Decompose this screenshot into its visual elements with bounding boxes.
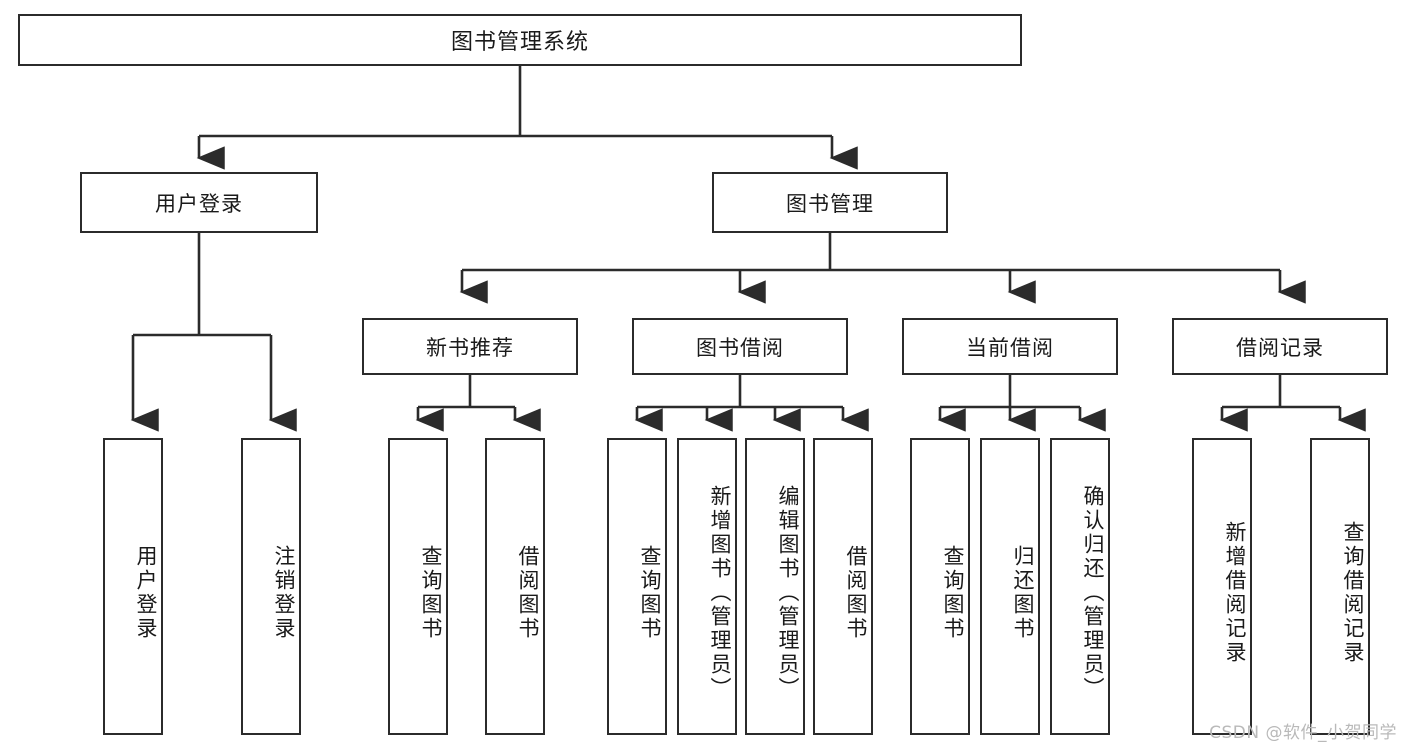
node-root-system[interactable]: 图书管理系统 bbox=[18, 14, 1022, 66]
node-label: 图书管理 bbox=[786, 191, 874, 216]
node-label: 归还图书 bbox=[1011, 544, 1035, 641]
node-user-login[interactable]: 用户登录 bbox=[80, 172, 318, 233]
leaf-current-query-book[interactable]: 查询图书 bbox=[910, 438, 970, 735]
node-label: 确认归还（管理员） bbox=[1081, 484, 1105, 701]
node-borrow-record[interactable]: 借阅记录 bbox=[1172, 318, 1388, 375]
leaf-borrow-edit-book-admin[interactable]: 编辑图书（管理员） bbox=[745, 438, 805, 735]
leaf-current-confirm-return-admin[interactable]: 确认归还（管理员） bbox=[1050, 438, 1110, 735]
node-current-borrow[interactable]: 当前借阅 bbox=[902, 318, 1118, 375]
node-label: 注销登录 bbox=[272, 544, 296, 641]
leaf-borrow-borrow-book[interactable]: 借阅图书 bbox=[813, 438, 873, 735]
leaf-borrow-add-book-admin[interactable]: 新增图书（管理员） bbox=[677, 438, 737, 735]
node-label: 当前借阅 bbox=[966, 335, 1054, 360]
node-label: 新增图书（管理员） bbox=[708, 484, 732, 701]
node-label: 用户登录 bbox=[155, 191, 243, 216]
leaf-recommend-borrow-book[interactable]: 借阅图书 bbox=[485, 438, 545, 735]
node-new-book-recommend[interactable]: 新书推荐 bbox=[362, 318, 578, 375]
node-label: 图书借阅 bbox=[696, 335, 784, 360]
leaf-user-login-signout[interactable]: 注销登录 bbox=[241, 438, 301, 735]
node-label: 图书管理系统 bbox=[450, 30, 589, 55]
node-book-borrow[interactable]: 图书借阅 bbox=[632, 318, 848, 375]
node-book-management[interactable]: 图书管理 bbox=[712, 172, 948, 233]
node-label: 查询图书 bbox=[941, 544, 965, 641]
node-label: 借阅图书 bbox=[844, 544, 868, 641]
node-label: 编辑图书（管理员） bbox=[776, 484, 800, 701]
node-label: 新增借阅记录 bbox=[1223, 520, 1247, 665]
leaf-current-return-book[interactable]: 归还图书 bbox=[980, 438, 1040, 735]
leaf-user-login-signin[interactable]: 用户登录 bbox=[103, 438, 163, 735]
leaf-recommend-query-book[interactable]: 查询图书 bbox=[388, 438, 448, 735]
node-label: 借阅图书 bbox=[516, 544, 540, 641]
leaf-record-add-record[interactable]: 新增借阅记录 bbox=[1192, 438, 1252, 735]
node-label: 用户登录 bbox=[134, 544, 158, 641]
node-label: 新书推荐 bbox=[426, 335, 514, 360]
node-label: 查询图书 bbox=[638, 544, 662, 641]
node-label: 借阅记录 bbox=[1236, 335, 1324, 360]
leaf-record-query-record[interactable]: 查询借阅记录 bbox=[1310, 438, 1370, 735]
leaf-borrow-query-book[interactable]: 查询图书 bbox=[607, 438, 667, 735]
node-label: 查询借阅记录 bbox=[1341, 520, 1365, 665]
node-label: 查询图书 bbox=[419, 544, 443, 641]
